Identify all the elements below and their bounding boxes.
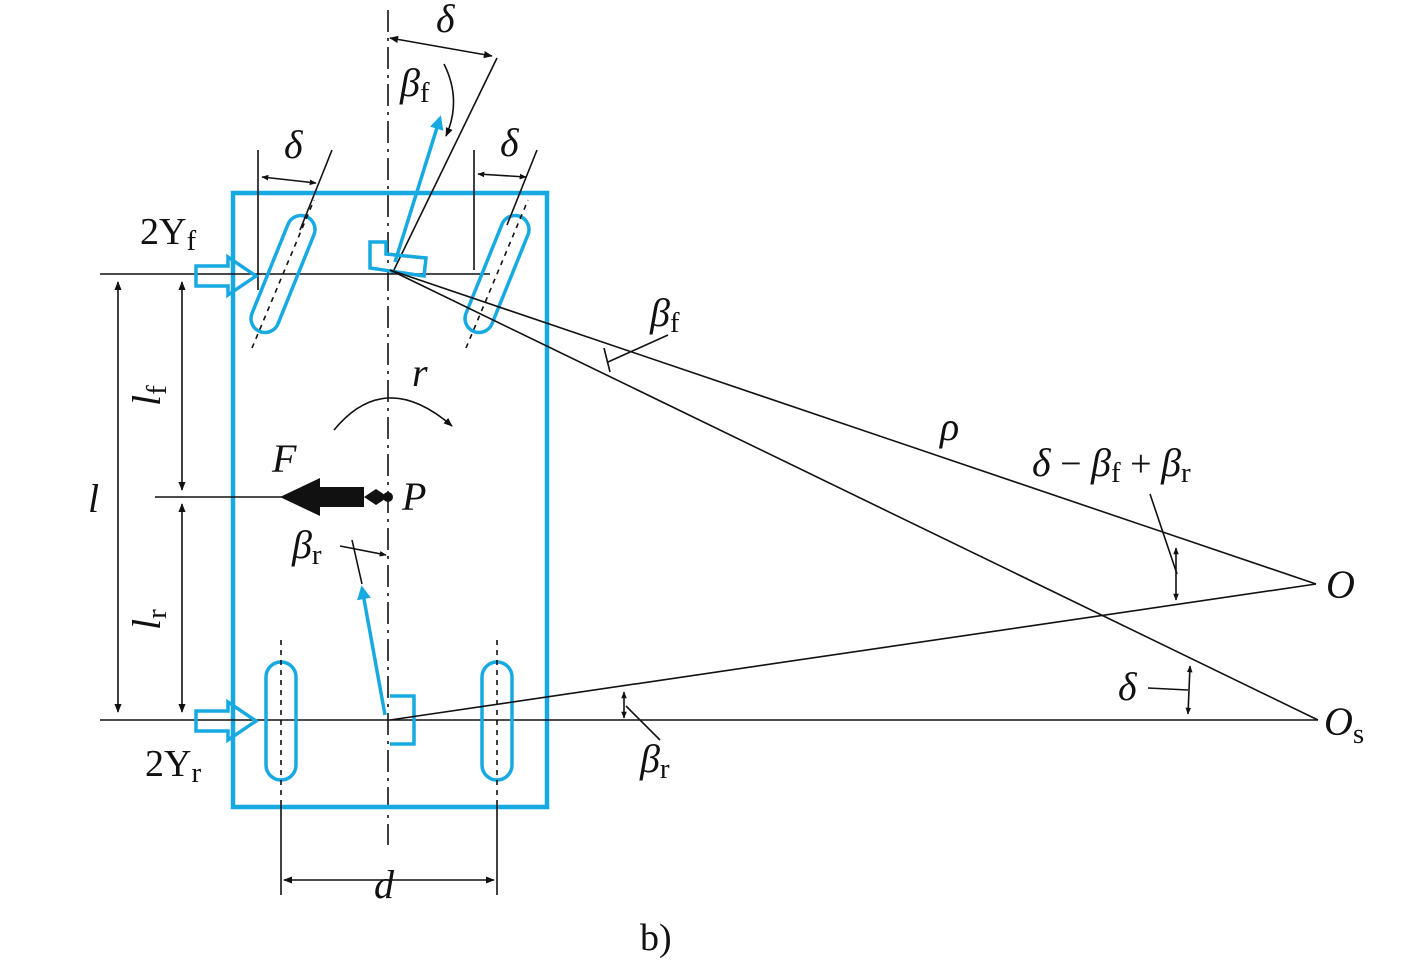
rear-right-wheel (480, 640, 514, 800)
label-F: F (271, 436, 297, 481)
front-side-force-arrow (194, 253, 260, 299)
label-P: P (401, 474, 426, 519)
rear-to-O-line (389, 583, 1317, 721)
rho-line (389, 269, 1317, 585)
figure-caption: b) (640, 917, 672, 959)
label-l: l (88, 476, 99, 521)
label-lr: lr (124, 609, 173, 630)
label-rho: ρ (938, 404, 959, 449)
front-steer-line (391, 57, 498, 275)
front-perpendicular-line (389, 269, 1319, 721)
label-delta-right: δ (500, 120, 520, 165)
front-velocity-vector (393, 115, 444, 263)
label-lf: lf (124, 385, 173, 406)
label-beta-r-bottom: βr (639, 736, 670, 785)
label-beta-f-top: βf (399, 60, 430, 109)
center-of-gravity-point (383, 492, 393, 502)
label-delta-top: δ (436, 0, 456, 41)
label-angle-combination: δ − βf + βr (1032, 440, 1191, 489)
yaw-rate-arrow (333, 397, 453, 431)
label-beta-f-right: βf (649, 290, 680, 339)
label-r: r (412, 350, 428, 395)
label-2Yf: 2Yf (140, 211, 196, 257)
lateral-force-arrow (280, 478, 388, 516)
vehicle-body (230, 190, 550, 810)
label-Os: Os (1324, 699, 1364, 750)
rear-velocity-vector (357, 585, 387, 716)
label-O: O (1326, 562, 1355, 607)
front-right-wheel (463, 199, 531, 349)
label-delta-left: δ (284, 122, 304, 167)
rear-side-force-arrow (194, 698, 260, 744)
label-d: d (374, 862, 395, 907)
rear-left-wheel (264, 640, 298, 800)
label-2Yr: 2Yr (145, 743, 201, 789)
label-delta-right-angle: δ (1118, 664, 1138, 709)
label-beta-r-mid: βr (291, 522, 322, 571)
